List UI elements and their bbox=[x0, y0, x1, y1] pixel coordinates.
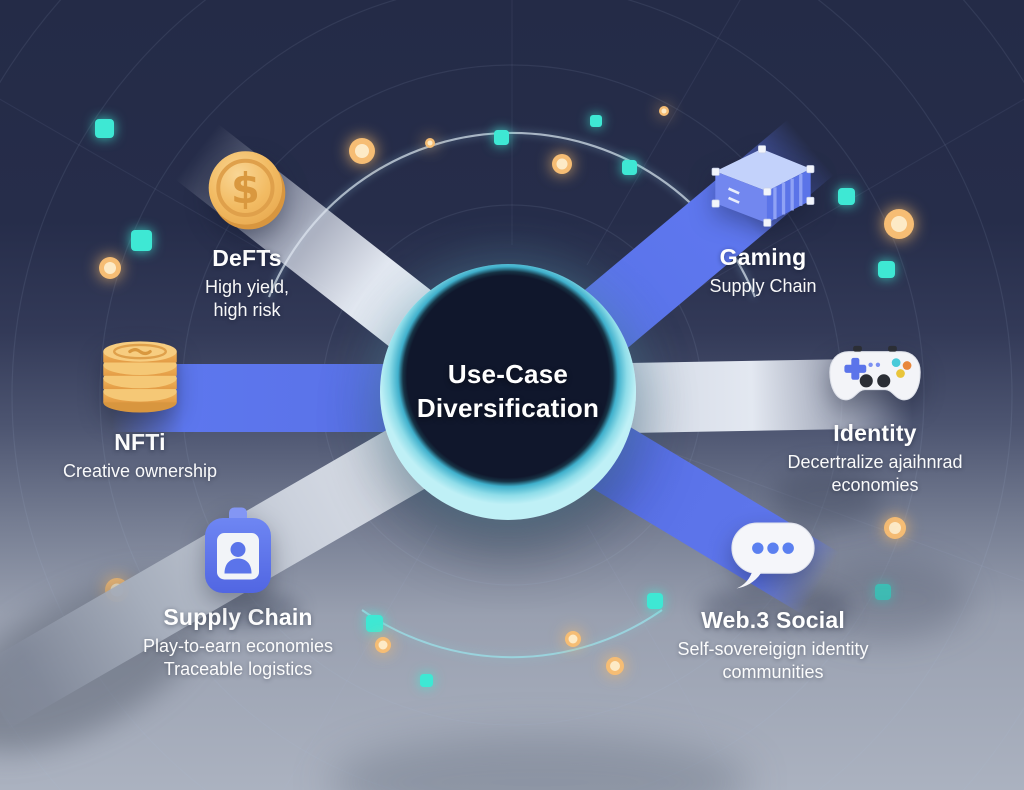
shadow-blob bbox=[772, 468, 882, 526]
node-subtitle: Self-sovereigign identity communities bbox=[677, 638, 868, 683]
node-label: Web.3 Social bbox=[701, 607, 845, 633]
svg-text:$: $ bbox=[231, 164, 260, 213]
node-supply-chain: Supply Chain Play-to-earn economies Trac… bbox=[78, 506, 398, 680]
node-subtitle: Supply Chain bbox=[709, 275, 816, 298]
node-web3-social: Web.3 Social Self-sovereigign identity c… bbox=[613, 517, 933, 683]
subtitle-line: Decertralize ajaihnrad bbox=[787, 452, 963, 472]
node-subtitle: Decertralize ajaihnrad economies bbox=[787, 451, 962, 496]
node-label: Supply Chain bbox=[163, 604, 313, 630]
game-controller-icon bbox=[829, 345, 921, 401]
node-subtitle: High yield, high risk bbox=[205, 276, 289, 321]
subtitle-line: High yield, bbox=[204, 277, 290, 297]
subtitle-line: economies bbox=[831, 474, 919, 495]
hub-title-line2: Diversification bbox=[416, 393, 600, 423]
node-defts: $ DeFTs High yield, high risk bbox=[87, 148, 407, 321]
subtitle-line: Traceable logistics bbox=[163, 658, 313, 679]
subtitle-line: Play-to-earn economies bbox=[142, 636, 334, 656]
hub-title: Use-Case Diversification bbox=[417, 358, 599, 426]
node-label: Identity bbox=[833, 420, 917, 446]
node-gaming: Gaming Supply Chain bbox=[603, 142, 923, 298]
subtitle-line: communities bbox=[722, 661, 824, 682]
node-nfti: NFTi Creative ownership bbox=[0, 335, 300, 483]
subtitle-line: high risk bbox=[213, 299, 281, 320]
node-identity: Identity Decertralize ajaihnrad economie… bbox=[715, 338, 1024, 496]
shadow-blob bbox=[800, 560, 970, 640]
subtitle-line: Supply Chain bbox=[709, 276, 817, 296]
node-label: Gaming bbox=[719, 244, 807, 270]
subtitle-line: Self-sovereigign identity bbox=[677, 639, 869, 659]
node-subtitle: Creative ownership bbox=[63, 460, 217, 483]
node-label: NFTi bbox=[114, 429, 166, 455]
teal-square-decorations bbox=[95, 115, 895, 687]
coin-stack-icon bbox=[103, 341, 177, 413]
hub-title-line1: Use-Case bbox=[447, 359, 569, 390]
subtitle-line: Creative ownership bbox=[62, 461, 218, 481]
node-subtitle: Play-to-earn economies Traceable logisti… bbox=[143, 635, 333, 680]
id-badge-icon bbox=[205, 507, 271, 593]
chat-bubble-icon bbox=[731, 522, 815, 589]
dollar-coin-icon: $ bbox=[208, 151, 286, 230]
central-hub: Use-Case Diversification bbox=[380, 264, 636, 520]
node-label: DeFTs bbox=[212, 245, 282, 271]
shipping-container-icon bbox=[711, 145, 815, 227]
orbit-arc-bottom bbox=[361, 609, 663, 659]
